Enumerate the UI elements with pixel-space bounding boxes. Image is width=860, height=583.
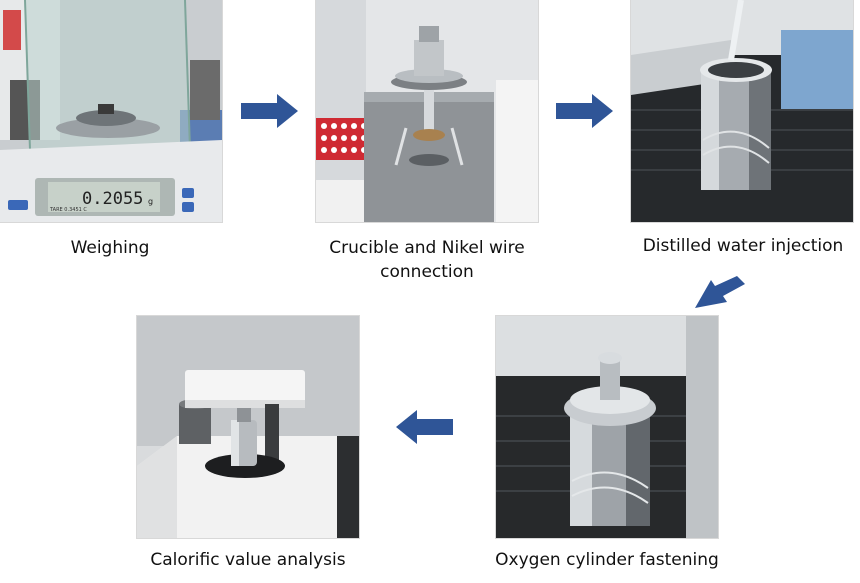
step-label-oxygen-cylinder: Oxygen cylinder fastening (495, 550, 719, 570)
arrow-right-icon (556, 94, 613, 128)
arrow-down-left-icon (695, 276, 745, 312)
weighing-photo: 0.2055 g TARE 0.3451 C (0, 0, 222, 222)
calorimeter-photo (137, 316, 359, 538)
step-label-calorific-analysis: Calorific value analysis (150, 550, 346, 570)
crucible-photo (316, 0, 538, 222)
distilled-water-photo (631, 0, 853, 222)
arrow-right-icon (241, 94, 298, 128)
balance-display-sub: TARE 0.3451 C (49, 207, 87, 213)
step-label-distilled-water: Distilled water injection (642, 236, 844, 256)
balance-display-value: 0.2055 (82, 189, 143, 209)
step-label-weighing: Weighing (70, 238, 150, 258)
arrow-left-icon (396, 410, 453, 444)
oxygen-cylinder-photo (496, 316, 718, 538)
balance-display-unit: g (148, 197, 153, 206)
step-label-crucible: Crucible and Nikel wire connection (329, 238, 525, 282)
